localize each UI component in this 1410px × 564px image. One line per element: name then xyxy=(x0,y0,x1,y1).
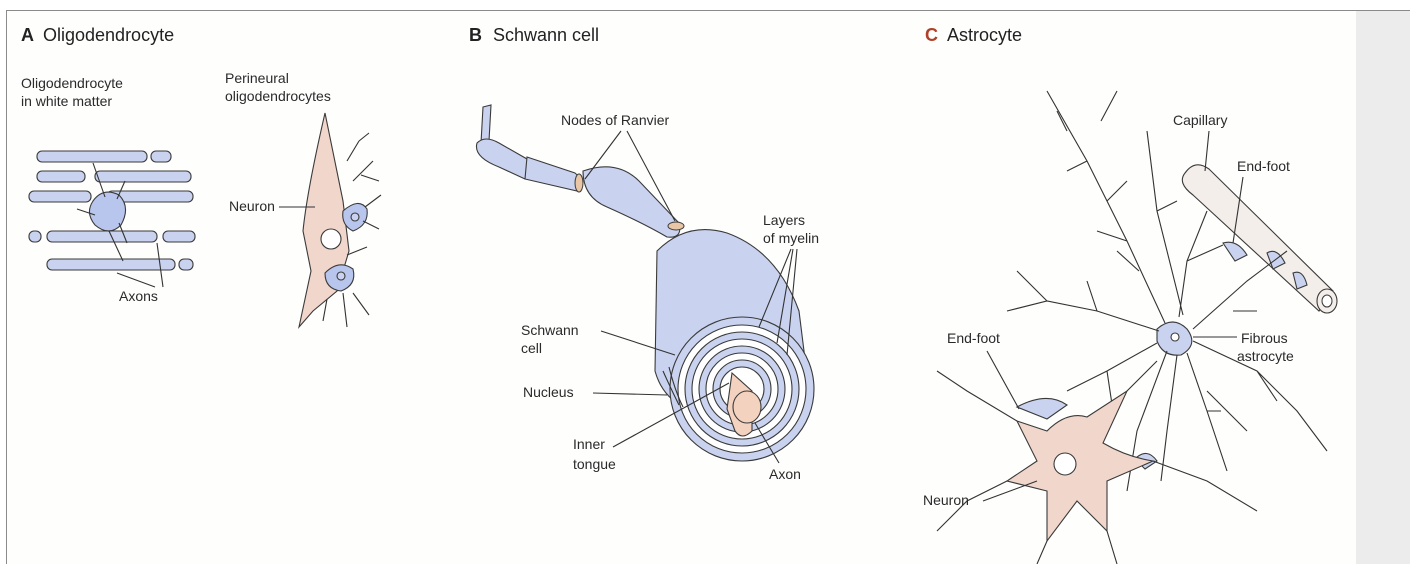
neuron-c xyxy=(937,361,1257,564)
panel-a: A Oligodendrocyte Oligodendrocyte in whi… xyxy=(21,25,381,327)
end-foot-top-label: End-foot xyxy=(1237,158,1290,174)
inner-tongue-label-1: Inner xyxy=(573,436,605,452)
inner-tongue-label-2: tongue xyxy=(573,456,616,472)
perineural-label-2: oligodendrocytes xyxy=(225,88,331,104)
white-matter-label-1: Oligodendrocyte xyxy=(21,75,123,91)
panel-a-letter: A xyxy=(21,25,34,45)
neuron-c-label: Neuron xyxy=(923,492,969,508)
fibrous-label-1: Fibrous xyxy=(1241,330,1288,346)
glia-diagram: A Oligodendrocyte Oligodendrocyte in whi… xyxy=(7,11,1357,564)
capillary-vessel xyxy=(1182,165,1337,313)
panel-b-letter: B xyxy=(469,25,482,45)
panel-a-title: Oligodendrocyte xyxy=(43,25,174,45)
capillary-label: Capillary xyxy=(1173,112,1227,128)
panel-b-title: Schwann cell xyxy=(493,25,599,45)
panel-b: B Schwann cell Nodes of Ranvier Layers xyxy=(469,25,819,482)
schwann-label-2: cell xyxy=(521,340,542,356)
neuron-label-a: Neuron xyxy=(229,198,275,214)
figure-panel: A Oligodendrocyte Oligodendrocyte in whi… xyxy=(6,10,1357,564)
panel-c-title: Astrocyte xyxy=(947,25,1022,45)
axon-label: Axon xyxy=(769,466,801,482)
end-foot-left-label: End-foot xyxy=(947,330,1000,346)
fibrous-label-2: astrocyte xyxy=(1237,348,1294,364)
perineural-neuron xyxy=(299,113,381,327)
layers-label-2: of myelin xyxy=(763,230,819,246)
layers-label-1: Layers xyxy=(763,212,805,228)
right-gutter xyxy=(1356,10,1410,564)
axons-label: Axons xyxy=(119,288,158,304)
nucleus-label: Nucleus xyxy=(523,384,574,400)
schwann-label-1: Schwann xyxy=(521,322,579,338)
nodes-label: Nodes of Ranvier xyxy=(561,112,670,128)
panel-c-letter: C xyxy=(925,25,938,45)
white-matter-axons xyxy=(29,151,195,287)
perineural-label-1: Perineural xyxy=(225,70,289,86)
panel-c: C Astrocyte Capillary End-foot xyxy=(923,25,1337,564)
white-matter-label-2: in white matter xyxy=(21,93,112,109)
